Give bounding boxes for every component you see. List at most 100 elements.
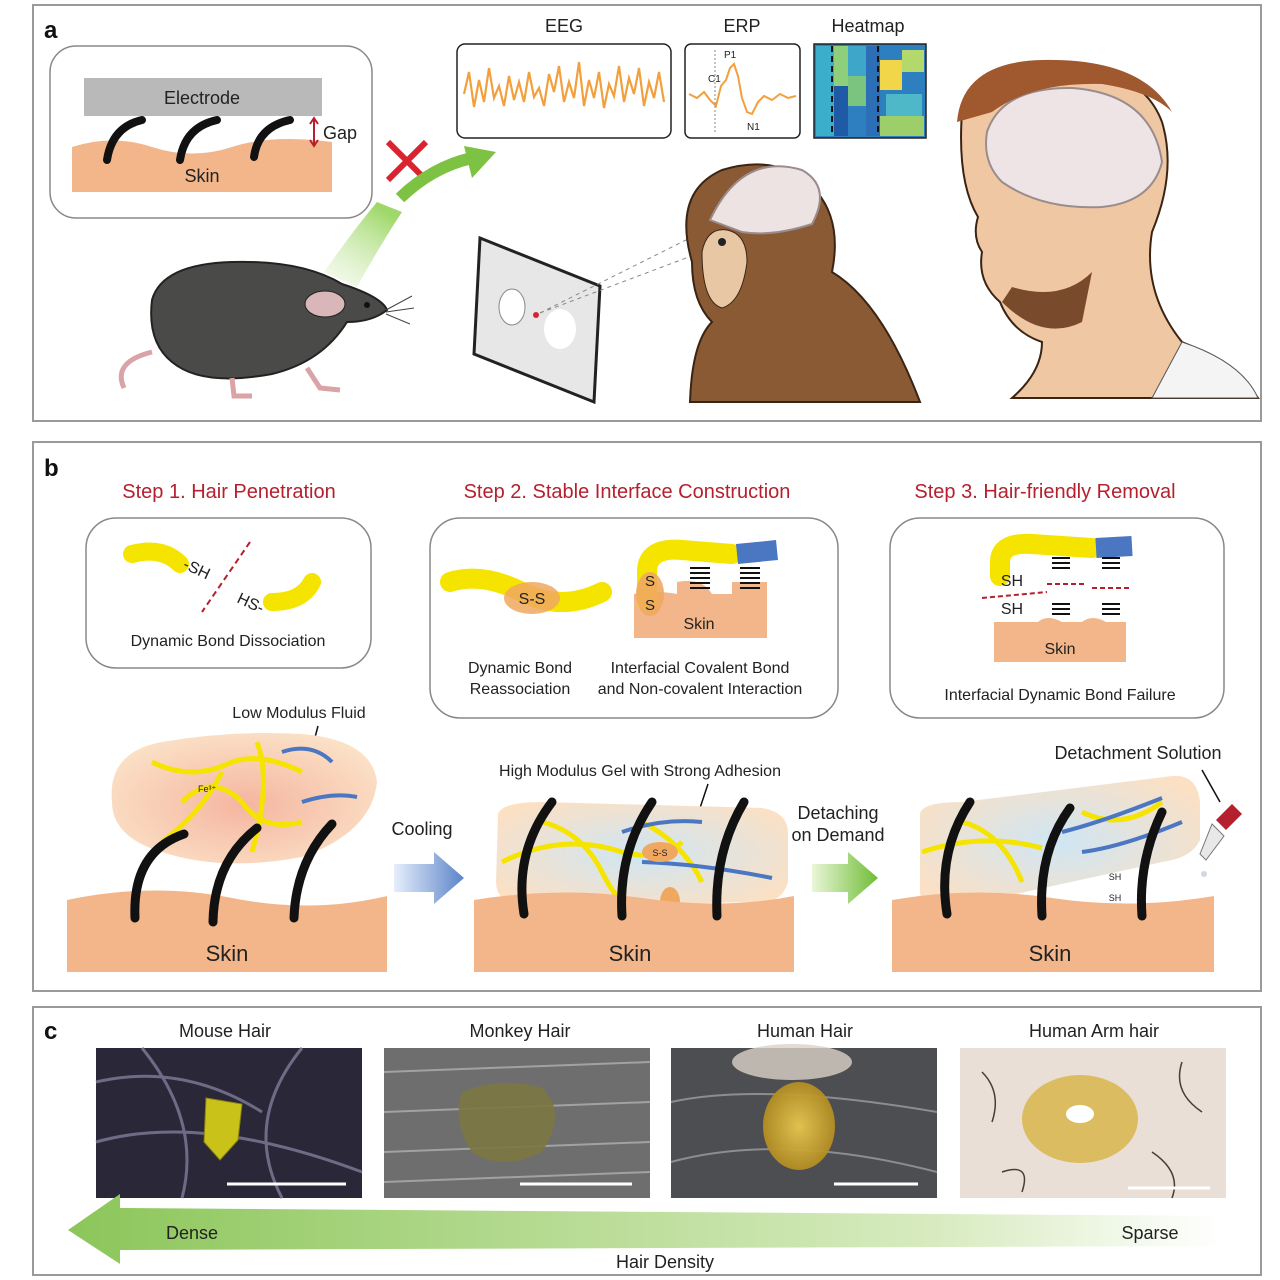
step-2-caption-right-2: and Non-covalent Interaction xyxy=(598,681,803,698)
blue-chain xyxy=(1095,536,1133,558)
photo-human-arm-hair xyxy=(960,1048,1226,1199)
s-bottom-label: S xyxy=(645,597,655,614)
erp-box xyxy=(684,43,801,139)
skin-label-1: Skin xyxy=(206,941,249,966)
bond-break-line xyxy=(201,541,251,613)
sparse-label: Sparse xyxy=(1121,1223,1178,1243)
hair-strand xyxy=(130,829,189,923)
photo-title-arm: Human Arm hair xyxy=(1029,1021,1159,1041)
skin-label: Skin xyxy=(184,166,219,186)
eeg-trace xyxy=(462,61,666,109)
hair-strand xyxy=(1136,807,1167,921)
cross-icon xyxy=(385,139,429,183)
erp-title: ERP xyxy=(723,16,760,36)
disulfide-bond xyxy=(504,582,560,614)
skin-layer xyxy=(892,892,1214,972)
bond-failure-line xyxy=(981,583,1130,599)
panel-a-figure: a Electrode Gap Skin EEG ERP P1 C1 N1 He… xyxy=(44,16,1260,405)
heatmap xyxy=(813,43,927,139)
disulfide-bond xyxy=(642,842,678,862)
gap-arrow xyxy=(309,116,319,148)
step-3-skin-label: Skin xyxy=(1044,641,1075,658)
skin-block xyxy=(634,594,767,638)
electrode-plate xyxy=(84,78,322,116)
panel-c-figure: c Mouse Hair Monkey Hair Human Hair Huma… xyxy=(44,1018,1226,1272)
step-2-caption-left-2: Reassociation xyxy=(470,681,571,698)
hair-strand xyxy=(1037,803,1075,921)
gap-label: Gap xyxy=(323,123,357,143)
photo-human-hair xyxy=(670,1044,938,1198)
polymer-chain xyxy=(990,533,1102,586)
photo-monkey-hair xyxy=(383,1048,651,1198)
polymer-chain xyxy=(123,542,189,573)
cooling-arrow-icon xyxy=(394,852,464,904)
erp-n1-label: N1 xyxy=(747,122,760,133)
skin-layer xyxy=(67,890,387,972)
blue-chain xyxy=(1061,796,1183,854)
dense-label: Dense xyxy=(166,1223,218,1243)
cooling-label: Cooling xyxy=(391,819,452,839)
hair-density-arrow xyxy=(68,1194,1222,1264)
step-2-caption-left-1: Dynamic Bond xyxy=(468,660,572,677)
visual-stimulus-monitor xyxy=(472,233,703,405)
hair-strand xyxy=(250,116,294,161)
blue-chain xyxy=(621,819,773,880)
hair-strand xyxy=(617,797,657,921)
hair-strand xyxy=(517,797,557,919)
panel-b-figure: b Step 1. Hair Penetration Step 2. Stabl… xyxy=(44,455,1242,972)
arrow-head-icon xyxy=(464,146,496,178)
photo-title-human: Human Hair xyxy=(757,1021,853,1041)
polymer-network xyxy=(921,799,1164,883)
sh-1-label: SH xyxy=(1001,573,1023,590)
eeg-box xyxy=(456,43,672,139)
hair-strand xyxy=(176,116,221,164)
sh-free-label-2: SH xyxy=(1109,893,1122,903)
signal-beam xyxy=(324,202,402,287)
hair-strand xyxy=(712,797,749,921)
pointer-line xyxy=(1201,769,1221,803)
step-3-box xyxy=(889,517,1225,719)
step-2-skin-label: Skin xyxy=(683,616,714,633)
step-2-caption-right-1: Interfacial Covalent Bond xyxy=(611,660,790,677)
panel-a: a Electrode Gap Skin EEG ERP P1 C1 N1 He… xyxy=(32,4,1262,422)
dropper-icon xyxy=(1199,804,1242,877)
mouse-illustration xyxy=(118,260,415,399)
ss-bond-label: S-S xyxy=(652,848,667,858)
polymer-chain xyxy=(263,573,321,611)
skin-block xyxy=(994,618,1126,662)
hair-strand xyxy=(103,116,146,164)
blue-chain xyxy=(281,746,358,804)
skin-layer xyxy=(72,138,332,192)
step-1-title: Step 1. Hair Penetration xyxy=(122,481,335,503)
erp-p1-label: P1 xyxy=(724,50,737,61)
human-illustration xyxy=(957,59,1260,399)
step-3-caption: Interfacial Dynamic Bond Failure xyxy=(944,687,1175,704)
fe-label: Fe³⁺ xyxy=(198,784,217,794)
disulfide-bond xyxy=(636,572,664,616)
hair-strand xyxy=(940,797,975,919)
sh-2-label: SH xyxy=(1001,601,1023,618)
low-modulus-label: Low Modulus Fluid xyxy=(232,705,365,722)
hair-strand xyxy=(208,823,262,927)
panel-b: b Step 1. Hair Penetration Step 2. Stabl… xyxy=(32,441,1262,992)
detachment-solution-label: Detachment Solution xyxy=(1054,743,1221,763)
hair-strand xyxy=(289,819,337,923)
panel-b-label: b xyxy=(44,455,59,482)
monkey-illustration xyxy=(685,163,922,403)
sh-free-label: SH xyxy=(1109,872,1122,882)
step-1-caption: Dynamic Bond Dissociation xyxy=(131,633,326,650)
s-top-label: S xyxy=(645,573,655,590)
detaching-label-2: on Demand xyxy=(791,825,884,845)
non-covalent-interaction xyxy=(1052,557,1120,615)
blue-chain xyxy=(736,540,778,564)
eeg-title: EEG xyxy=(545,16,583,36)
polymer-chain xyxy=(637,539,742,612)
panel-c: c Mouse Hair Monkey Hair Human Hair Huma… xyxy=(32,1006,1262,1276)
panel-c-label: c xyxy=(44,1018,57,1045)
ss-label: S-S xyxy=(519,591,546,608)
non-covalent-interaction xyxy=(690,567,760,589)
erp-c1-label: C1 xyxy=(708,74,721,85)
step-3-title: Step 3. Hair-friendly Removal xyxy=(914,481,1175,503)
panel-a-label: a xyxy=(44,17,58,44)
skin-label-3: Skin xyxy=(1029,941,1072,966)
